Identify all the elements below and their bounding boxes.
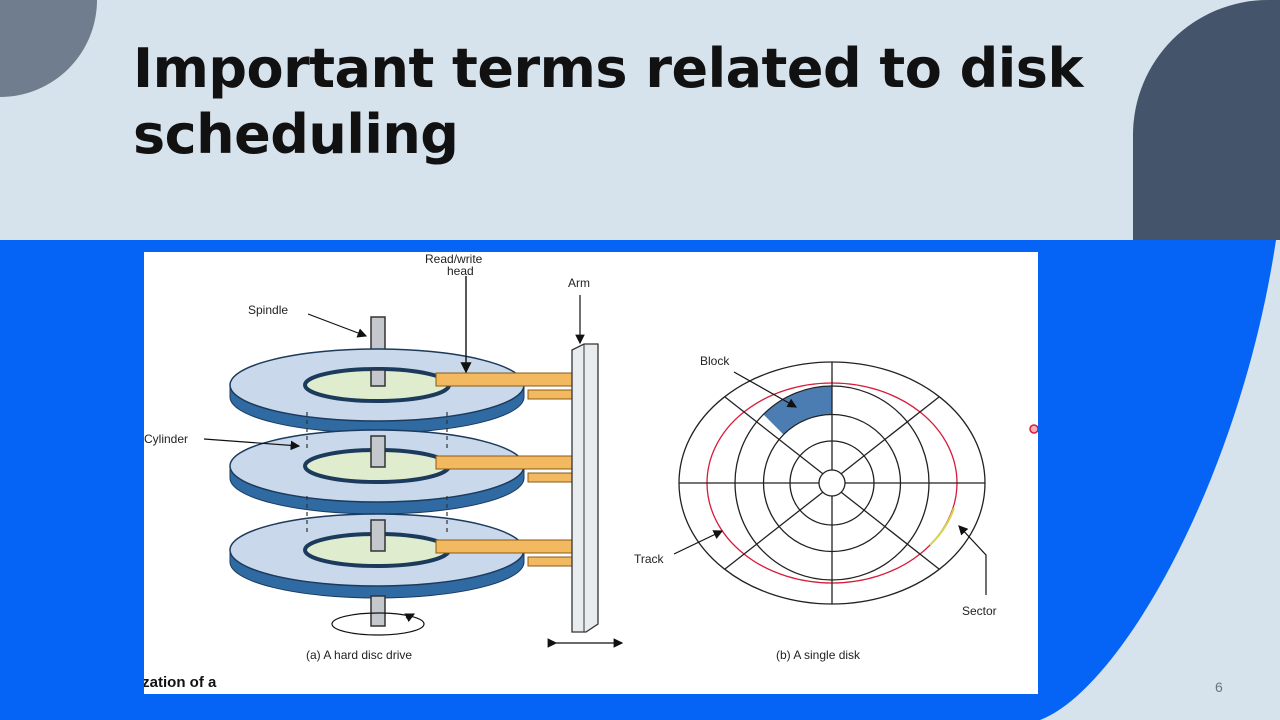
label-sector: Sector (962, 604, 997, 618)
actuator-arm (571, 343, 599, 633)
platter-middle (229, 429, 525, 515)
label-spindle: Spindle (248, 303, 288, 317)
label-read-write-head-2: head (447, 264, 474, 278)
label-arm: Arm (568, 276, 590, 290)
hard-disc-drive: Read/write head Arm Spindle Cylinder (a)… (144, 252, 624, 662)
disk-diagram-svg: Read/write head Arm Spindle Cylinder (a)… (138, 252, 1039, 691)
label-cylinder: Cylinder (144, 432, 188, 446)
caption-single-disk: (b) A single disk (776, 648, 861, 662)
sector-highlight (929, 507, 955, 546)
cut-off-caption: ization of a (144, 674, 217, 691)
laser-pointer-dot (1029, 424, 1039, 434)
spindle-shaft-bottom (370, 595, 386, 627)
disk-diagram-image: Read/write head Arm Spindle Cylinder (a)… (138, 252, 1039, 694)
slide-number: 6 (1215, 679, 1223, 695)
rotation-indicator (331, 612, 425, 636)
label-block: Block (700, 354, 730, 368)
caption-hard-disc-drive: (a) A hard disc drive (306, 648, 412, 662)
slide-title: Important terms related to disk scheduli… (133, 37, 1083, 166)
single-disk (678, 361, 986, 605)
single-disk-labels: Block Track Sector (b) A single disk (634, 354, 997, 662)
block-highlight (763, 386, 832, 435)
cylinder-dashed-lines (306, 412, 448, 534)
platter-top (229, 348, 525, 434)
label-track: Track (634, 552, 665, 566)
corner-leaf-shape (1133, 0, 1280, 240)
corner-quarter-circle (0, 0, 97, 97)
label-read-write-head: Read/write (425, 252, 483, 266)
platter-bottom (229, 513, 525, 599)
